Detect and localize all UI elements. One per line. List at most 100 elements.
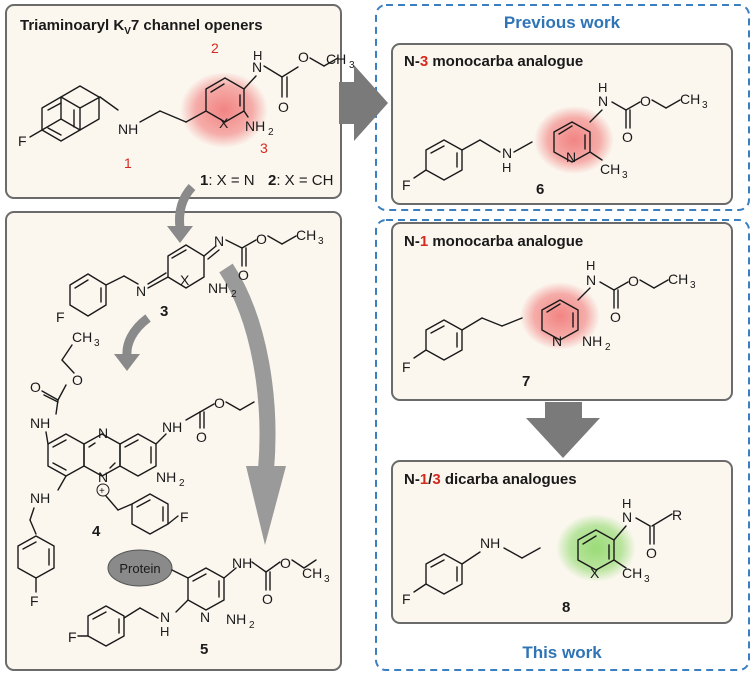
svg-text:1: 1 — [124, 155, 132, 171]
structure-5: Protein N N H F NH 2 NH O O CH 3 5 — [68, 549, 330, 658]
svg-text:O: O — [196, 429, 207, 445]
caption-1: 1: X = N — [200, 172, 255, 189]
ring-highlight-red — [180, 72, 268, 148]
svg-text:X: X — [180, 272, 190, 288]
svg-text:3: 3 — [644, 574, 650, 585]
caption-2: 2: X = CH — [268, 172, 333, 189]
svg-text:N: N — [598, 93, 608, 109]
svg-text:H: H — [622, 496, 631, 511]
svg-text:O: O — [640, 93, 651, 109]
svg-text:3: 3 — [702, 100, 708, 111]
openers-title: Triaminoaryl KV7 channel openers — [20, 17, 263, 37]
svg-text:X: X — [590, 565, 600, 581]
svg-text:O: O — [610, 309, 621, 325]
svg-text:NH: NH — [245, 118, 265, 134]
svg-text:O: O — [628, 273, 639, 289]
svg-text:2: 2 — [605, 342, 611, 353]
svg-text:F: F — [402, 359, 411, 375]
curved-arrow-2-head — [114, 354, 140, 371]
curved-arrow-3 — [219, 263, 276, 471]
svg-text:N: N — [98, 425, 108, 441]
structure-4: CH 3 O O NH N N + NH 2 NH O — [17, 329, 255, 609]
svg-text:3: 3 — [260, 140, 268, 156]
svg-text:N: N — [98, 469, 108, 485]
svg-text:NH: NH — [208, 280, 228, 296]
this-work-box — [375, 219, 750, 671]
down-arrow — [526, 402, 600, 458]
svg-text:2: 2 — [231, 289, 237, 300]
svg-text:O: O — [214, 395, 225, 411]
svg-text:O: O — [256, 231, 267, 247]
svg-text:N: N — [136, 283, 146, 299]
svg-text:2: 2 — [179, 478, 185, 489]
svg-text:N: N — [502, 145, 512, 161]
svg-text:NH: NH — [30, 490, 50, 506]
label-compound-5: 5 — [200, 641, 208, 658]
right-arrow — [339, 65, 388, 141]
label-compound-7: 7 — [522, 373, 530, 390]
svg-text:NH: NH — [118, 121, 138, 137]
svg-text:O: O — [238, 267, 249, 283]
svg-text:3: 3 — [324, 574, 330, 585]
svg-text:R: R — [672, 507, 682, 523]
svg-text:3: 3 — [94, 338, 100, 349]
svg-text:F: F — [56, 309, 65, 325]
curved-arrow-3-head — [246, 466, 286, 545]
svg-text:CH: CH — [668, 271, 688, 287]
svg-text:N: N — [586, 272, 596, 288]
svg-text:N: N — [214, 233, 224, 249]
protein-label: Protein — [119, 561, 160, 576]
svg-text:CH: CH — [302, 565, 322, 581]
svg-text:CH: CH — [326, 51, 346, 67]
svg-text:F: F — [68, 629, 77, 645]
svg-text:NH: NH — [162, 419, 182, 435]
svg-text:H: H — [253, 48, 262, 63]
protein-blob — [107, 549, 173, 587]
svg-text:NH: NH — [232, 555, 252, 571]
svg-text:NH: NH — [30, 415, 50, 431]
svg-text:2: 2 — [249, 620, 255, 631]
label-compound-4: 4 — [92, 523, 101, 540]
svg-text:+: + — [99, 486, 105, 497]
svg-text:F: F — [402, 177, 411, 193]
svg-text:3: 3 — [622, 170, 628, 181]
svg-text:O: O — [30, 379, 41, 395]
svg-text:3: 3 — [318, 236, 324, 247]
structure-8: F NH X CH 3 N H O R 8 — [402, 496, 682, 616]
svg-text:H: H — [160, 624, 169, 639]
previous-work-box — [375, 4, 750, 211]
svg-text:O: O — [278, 99, 289, 115]
svg-text:CH: CH — [680, 91, 700, 107]
structure-7: F N NH 2 N H O O CH 3 7 — [402, 258, 696, 390]
svg-text:H: H — [586, 258, 595, 273]
svg-text:CH: CH — [296, 227, 316, 243]
svg-text:CH: CH — [600, 161, 620, 177]
curved-arrow-1 — [175, 183, 196, 229]
svg-text:F: F — [402, 591, 411, 607]
svg-text:F: F — [18, 133, 27, 149]
svg-text:CH: CH — [622, 565, 642, 581]
svg-text:N: N — [160, 609, 170, 625]
svg-text:N: N — [252, 59, 262, 75]
ring-6-highlight-red — [534, 106, 614, 174]
svg-text:3: 3 — [690, 280, 696, 291]
svg-text:N: N — [566, 149, 576, 165]
panel-7-title: N-1 monocarba analogue — [404, 233, 583, 250]
svg-text:F: F — [30, 593, 39, 609]
svg-text:2: 2 — [268, 127, 274, 138]
svg-text:2: 2 — [211, 40, 219, 56]
svg-text:NH: NH — [226, 611, 246, 627]
svg-text:CH: CH — [72, 329, 92, 345]
svg-text:O: O — [72, 372, 83, 388]
svg-text:X: X — [219, 115, 229, 131]
panel-8-title: N-1/3 dicarba analogues — [404, 471, 577, 488]
panel-6-title: N-3 monocarba analogue — [404, 53, 583, 70]
svg-text:N: N — [552, 333, 562, 349]
this-work-footer: This work — [522, 643, 602, 662]
svg-text:N: N — [200, 609, 210, 625]
structure-6: F N H N CH 3 N H O O CH 3 6 — [402, 80, 708, 198]
svg-text:O: O — [646, 545, 657, 561]
svg-text:N: N — [622, 509, 632, 525]
svg-text:F: F — [180, 509, 189, 525]
